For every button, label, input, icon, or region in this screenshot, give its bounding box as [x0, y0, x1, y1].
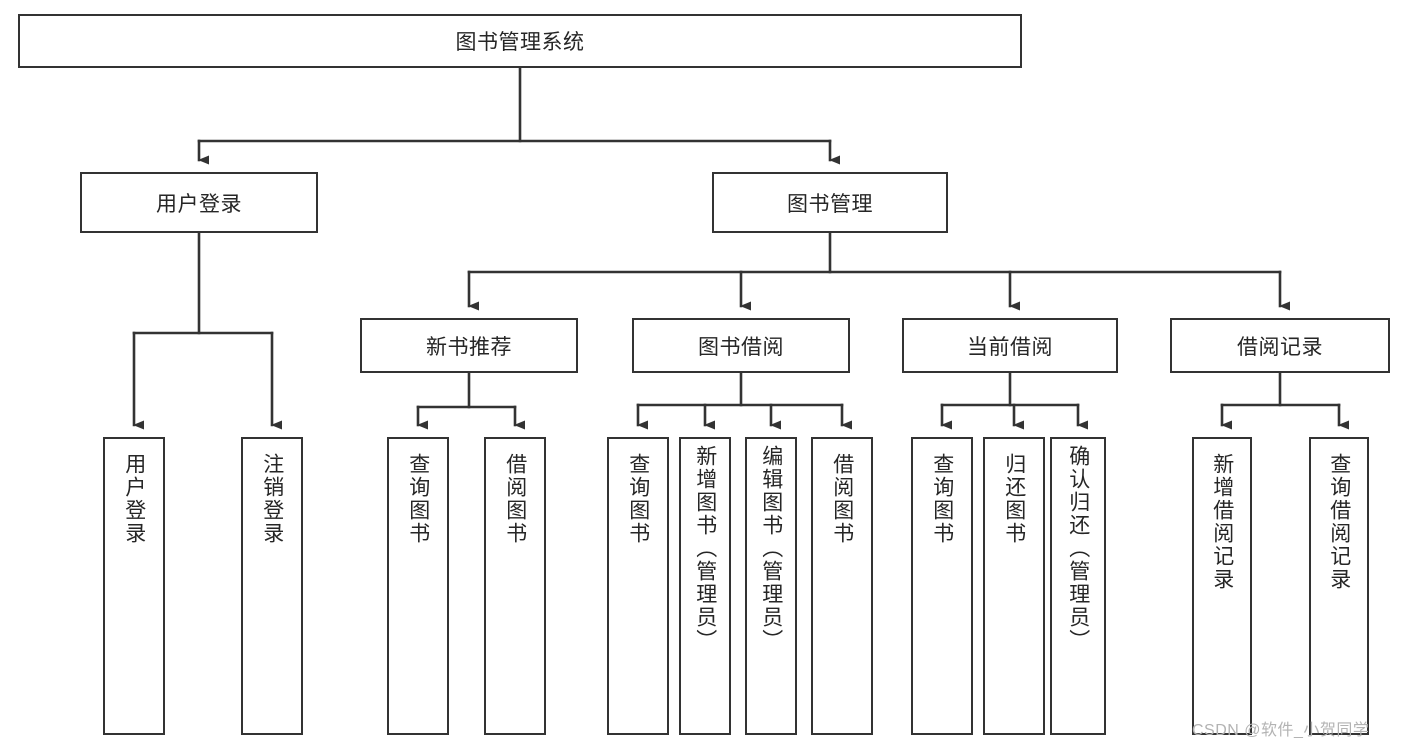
node-user-login-label: 用户登录	[156, 192, 242, 216]
node-new-book-rec[interactable]: 新书推荐	[360, 318, 578, 373]
node-leaf-edit-book[interactable]: 编辑图书（管理员）	[745, 437, 797, 735]
node-leaf-user-login[interactable]: 用户登录	[103, 437, 165, 735]
node-current-borrow[interactable]: 当前借阅	[902, 318, 1118, 373]
node-leaf-query-record[interactable]: 查询借阅记录	[1309, 437, 1369, 735]
csdn-watermark: CSDN @软件_小贺同学	[1192, 722, 1370, 739]
leaf-label: 查询图书	[626, 453, 650, 545]
node-leaf-query-book-cur[interactable]: 查询图书	[911, 437, 973, 735]
leaf-label: 查询借阅记录	[1327, 453, 1351, 591]
leaf-label: 借阅图书	[830, 453, 854, 545]
node-borrow-record[interactable]: 借阅记录	[1170, 318, 1390, 373]
node-leaf-query-book-rec[interactable]: 查询图书	[387, 437, 449, 735]
node-leaf-add-record[interactable]: 新增借阅记录	[1192, 437, 1252, 735]
leaf-label: 查询图书	[930, 453, 954, 545]
node-borrow-record-label: 借阅记录	[1237, 335, 1323, 359]
node-leaf-query-book-bor[interactable]: 查询图书	[607, 437, 669, 735]
node-book-borrow[interactable]: 图书借阅	[632, 318, 850, 373]
node-leaf-user-logout[interactable]: 注销登录	[241, 437, 303, 735]
leaf-label: 查询图书	[406, 453, 430, 545]
leaf-label: 确认归还（管理员）	[1066, 445, 1090, 652]
leaf-label: 借阅图书	[503, 453, 527, 545]
node-leaf-borrow-book-bor[interactable]: 借阅图书	[811, 437, 873, 735]
node-leaf-add-book[interactable]: 新增图书（管理员）	[679, 437, 731, 735]
leaf-label: 新增图书（管理员）	[693, 445, 717, 652]
node-root-label: 图书管理系统	[455, 31, 585, 54]
node-leaf-confirm-return[interactable]: 确认归还（管理员）	[1050, 437, 1106, 735]
leaf-label: 编辑图书（管理员）	[759, 445, 783, 652]
node-new-book-rec-label: 新书推荐	[426, 335, 512, 359]
node-book-borrow-label: 图书借阅	[698, 335, 784, 359]
node-leaf-return-book[interactable]: 归还图书	[983, 437, 1045, 735]
leaf-label: 用户登录	[122, 453, 146, 545]
leaf-label: 注销登录	[260, 453, 284, 545]
node-book-manage[interactable]: 图书管理	[712, 172, 948, 233]
node-book-manage-label: 图书管理	[787, 192, 873, 216]
leaf-label: 归还图书	[1002, 453, 1026, 545]
node-current-borrow-label: 当前借阅	[967, 335, 1053, 359]
node-leaf-borrow-book-rec[interactable]: 借阅图书	[484, 437, 546, 735]
node-root[interactable]: 图书管理系统	[18, 14, 1022, 68]
node-user-login[interactable]: 用户登录	[80, 172, 318, 233]
leaf-label: 新增借阅记录	[1210, 453, 1234, 591]
